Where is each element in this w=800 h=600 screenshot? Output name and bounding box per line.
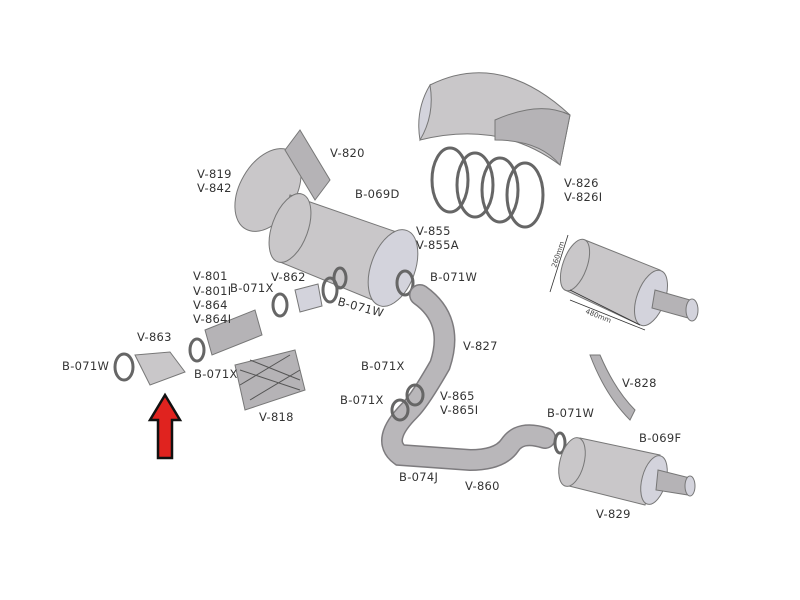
part-label: V-826I xyxy=(564,190,602,204)
silencer-upper xyxy=(549,234,699,331)
part-label: B-071W xyxy=(62,359,109,373)
part-label: B-071W xyxy=(547,406,594,420)
shield-clamps xyxy=(430,146,545,229)
part-label: V-820 xyxy=(330,146,365,160)
part-label: B-071X xyxy=(361,359,405,373)
part-label: V-826 xyxy=(564,176,599,190)
part-label: V-855 xyxy=(416,224,451,238)
part-label: B-074J xyxy=(399,470,438,484)
part-label: B-069F xyxy=(639,431,681,445)
part-label: V-864I xyxy=(193,312,231,326)
part-label: V-801I xyxy=(193,284,231,298)
part-label: V-860 xyxy=(465,479,500,493)
part-label: B-071X xyxy=(340,393,384,407)
dpf-canister xyxy=(268,193,419,307)
part-label: V-819 xyxy=(197,167,232,181)
inlet-assembly xyxy=(113,276,339,411)
part-label: V-818 xyxy=(259,410,294,424)
exhaust-pipe xyxy=(381,269,567,472)
part-label: B-071W xyxy=(430,270,477,284)
part-label: V-855A xyxy=(416,238,459,252)
silencer-lower xyxy=(558,437,696,506)
part-label: V-842 xyxy=(197,181,232,195)
heat-shield xyxy=(418,72,571,167)
part-label: B-071X xyxy=(230,281,274,295)
part-label: V-829 xyxy=(596,507,631,521)
part-label: B-071X xyxy=(194,367,238,381)
part-label: V-863 xyxy=(137,330,172,344)
part-label: V-865 xyxy=(440,389,475,403)
part-label: B-069D xyxy=(355,187,400,201)
part-label: V-862 xyxy=(271,270,306,284)
indicator-arrow xyxy=(147,392,183,460)
part-label: V-865I xyxy=(440,403,478,417)
hanger-bracket xyxy=(589,354,636,421)
part-label: V-801 xyxy=(193,269,228,283)
part-label: V-864 xyxy=(193,298,228,312)
part-label: V-827 xyxy=(463,339,498,353)
part-label: V-828 xyxy=(622,376,657,390)
